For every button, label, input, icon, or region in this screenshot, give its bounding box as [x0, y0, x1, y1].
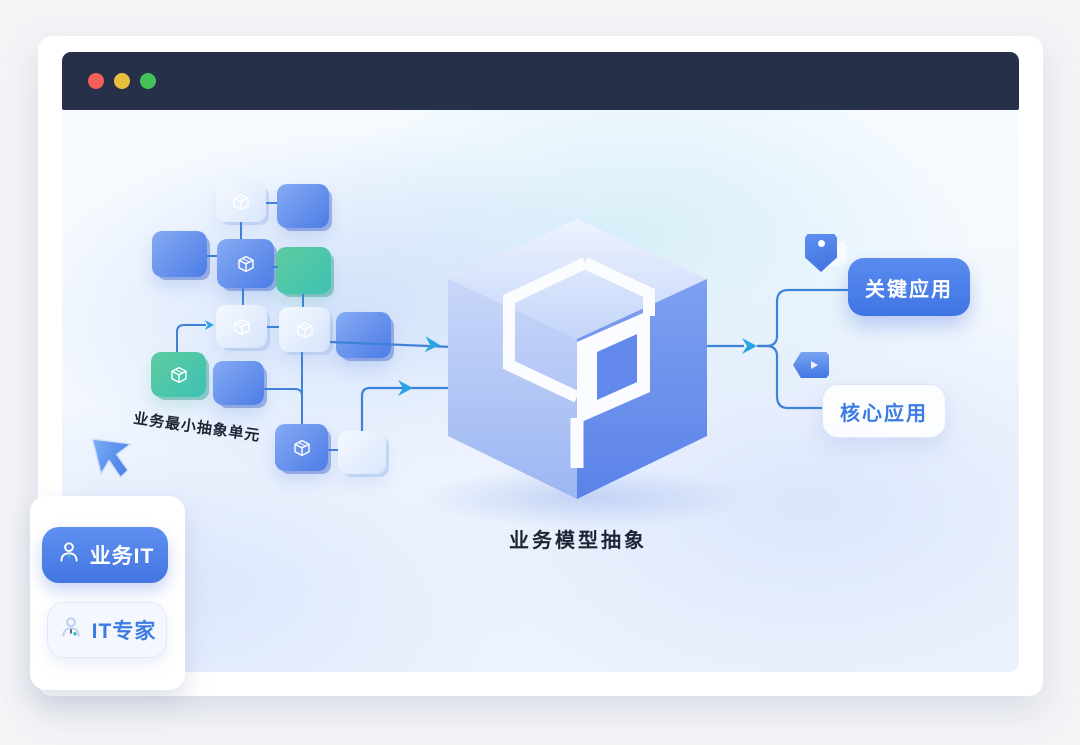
badge-label: 业务IT: [89, 545, 155, 568]
package-icon: [237, 255, 254, 272]
diagram-node: [276, 247, 331, 294]
diagram-node: [279, 307, 330, 352]
package-icon: [233, 193, 249, 211]
cube-logo-glyph: [503, 257, 655, 468]
package-icon: [233, 318, 250, 335]
browser-window: 关键应用 核心应用 业务最小抽象单元 业务模型抽象: [38, 36, 1043, 696]
package-icon: [296, 321, 313, 338]
roles-card: 业务IT IT专家: [30, 496, 185, 690]
diagram-node: [213, 361, 264, 405]
package-icon: [170, 366, 187, 383]
maximize-window-dot[interactable]: [140, 73, 156, 89]
cursor-icon: [91, 438, 132, 479]
output-pill-key-app[interactable]: 关键应用: [848, 258, 970, 316]
diagram-node: [216, 305, 267, 348]
diagram-node: [216, 182, 266, 222]
diagram-node: [277, 184, 329, 228]
min-abstraction-unit-label: 业务最小抽象单元: [132, 410, 262, 445]
badge-business-it[interactable]: 业务IT: [42, 527, 168, 583]
close-window-dot[interactable]: [88, 73, 104, 89]
person-icon: [56, 539, 82, 571]
package-icon: [293, 439, 310, 456]
box-icon: [793, 352, 829, 378]
badge-label: IT专家: [91, 620, 157, 643]
abstraction-cube-illustration: [420, 219, 750, 528]
window-titlebar: [62, 52, 1019, 110]
diagram-canvas: 关键应用 核心应用 业务最小抽象单元 业务模型抽象: [62, 110, 1019, 672]
diagram-node: [217, 239, 274, 288]
cube-caption: 业务模型抽象: [509, 530, 647, 552]
output-pill-core-app[interactable]: 核心应用: [822, 384, 946, 438]
person-icon: [58, 614, 84, 646]
diagram-node: [338, 431, 386, 474]
minimize-window-dot[interactable]: [114, 73, 130, 89]
diagram-node: [275, 424, 328, 471]
diagram-node: [152, 231, 207, 277]
diagram-node: [336, 312, 391, 358]
diagram-node: [151, 352, 206, 397]
badge-it-expert[interactable]: IT专家: [47, 602, 167, 658]
tag-icon: [805, 234, 855, 288]
